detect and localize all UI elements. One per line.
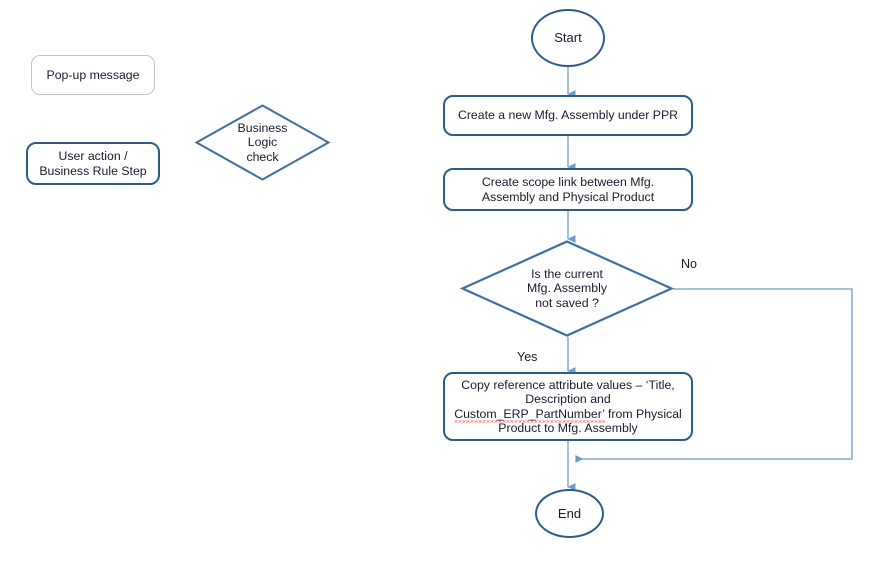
legend-business-logic-line-2: Logic [247, 135, 278, 150]
legend-user-action-line-1: User action / [58, 149, 128, 163]
flow-decision-shape [459, 240, 675, 337]
flow-step-copy-line-2: Description and [525, 392, 611, 406]
legend-business-logic-check: Business Logic check [194, 104, 331, 181]
legend-popup-message-label: Pop-up message [46, 67, 140, 82]
flow-decision-line-1: Is the current [531, 266, 603, 281]
legend-business-logic-check-label: Business Logic check [195, 104, 330, 181]
legend-diamond-shape [194, 104, 331, 181]
flow-step-copy-reference-attributes-label: Copy reference attribute values – ‘Title… [454, 378, 682, 436]
flow-start-node: Start [531, 9, 605, 67]
flow-step-copy-line-3-rest: from Physical [604, 406, 682, 421]
legend-business-logic-line-1: Business [237, 120, 288, 135]
legend-user-action-line-2: Business Rule Step [39, 163, 147, 178]
flow-end-label: End [557, 505, 582, 521]
flow-step-copy-misspelled-token: Custom_ERP_PartNumber’ [454, 406, 605, 421]
flow-step-copy-line-4: Product to Mfg. Assembly [498, 421, 638, 435]
legend-user-action-step: User action / Business Rule Step [26, 142, 160, 185]
legend-popup-message: Pop-up message [31, 55, 155, 95]
flow-branch-label-no: No [681, 257, 697, 271]
flow-start-label: Start [554, 30, 582, 46]
flow-decision-assembly-not-saved: Is the current Mfg. Assembly not saved ? [459, 240, 675, 337]
flow-step-create-scope-link-label: Create scope link between Mfg. Assembly … [482, 175, 654, 204]
flow-step-copy-line-3: Custom_ERP_PartNumber’ from Physical [454, 406, 682, 422]
flow-step-copy-line-1: Copy reference attribute values – ‘Title… [461, 377, 675, 392]
flow-decision-line-3: not saved ? [535, 295, 599, 310]
legend-user-action-step-label: User action / Business Rule Step [39, 149, 146, 178]
flow-decision-line-2: Mfg. Assembly [527, 281, 607, 296]
flow-step-create-mfg-assembly: Create a new Mfg. Assembly under PPR [443, 95, 693, 136]
flow-end-node: End [535, 489, 604, 538]
flow-step-create-scope-link: Create scope link between Mfg. Assembly … [443, 168, 693, 211]
flow-decision-assembly-not-saved-label: Is the current Mfg. Assembly not saved ? [461, 240, 673, 337]
legend-business-logic-line-3: check [246, 149, 279, 164]
flow-step-create-scope-link-line-2: Assembly and Physical Product [481, 189, 655, 204]
flow-branch-label-yes: Yes [517, 350, 538, 364]
flow-step-create-scope-link-line-1: Create scope link between Mfg. [481, 175, 655, 189]
flow-step-copy-reference-attributes: Copy reference attribute values – ‘Title… [443, 372, 693, 441]
flow-step-create-mfg-assembly-label: Create a new Mfg. Assembly under PPR [457, 108, 679, 123]
